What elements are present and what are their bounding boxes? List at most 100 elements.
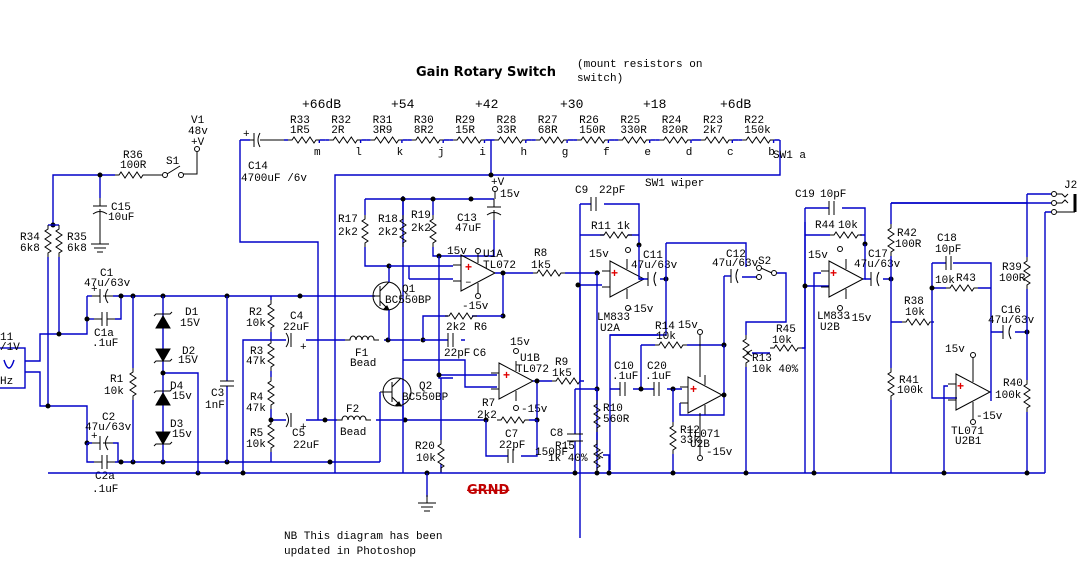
r34-value: 6k8: [20, 243, 40, 255]
r45-value: 10k: [772, 335, 792, 347]
r8-value: 1k5: [531, 260, 551, 272]
c16-capacitor: [1002, 324, 1012, 340]
r43-ref: R43: [956, 273, 976, 285]
wire: [640, 344, 724, 389]
wire: [891, 193, 1051, 213]
s1-switch[interactable]: [166, 165, 181, 175]
u2b-tl071-ref: U2B: [690, 439, 710, 451]
wire: [943, 385, 991, 473]
plus-marker: +: [611, 266, 618, 280]
wire: [485, 419, 538, 457]
gain-label: +30: [560, 97, 583, 112]
r14-value: 10k: [656, 331, 676, 343]
r17-ref: R17: [338, 214, 358, 226]
ground-label: GRND: [467, 483, 510, 498]
wire: [603, 454, 610, 473]
c17-value: 47u/63v: [854, 259, 901, 271]
switch-resistor: [617, 136, 651, 144]
c19-ref: C19: [795, 189, 815, 201]
switch-position: i: [479, 147, 486, 159]
c5-capacitor: [285, 412, 292, 428]
switch-resistor: [700, 136, 734, 144]
r3-ref: R3: [250, 346, 263, 358]
u2b-lm833-vpos: 15v: [808, 250, 828, 262]
v1-node: +V: [191, 137, 205, 149]
wire: [565, 272, 600, 382]
c3-value: 1nF: [205, 400, 225, 412]
switch-position: j: [438, 147, 445, 159]
r39-value: 100R: [999, 273, 1026, 285]
switch-resistor-value: 330R: [620, 125, 647, 137]
wire: [388, 196, 404, 473]
switch-resistor: [494, 136, 527, 144]
r11-ref: R11: [591, 221, 611, 233]
r19-value: 2k2: [411, 223, 431, 235]
q1-ref: Q1: [402, 284, 416, 296]
switch-resistor-value: 150k: [744, 125, 771, 137]
switch-position: h: [521, 147, 528, 159]
zener-d3: [153, 431, 173, 447]
sine-icon: [3, 359, 15, 369]
title: Gain Rotary Switch: [416, 65, 556, 80]
gain-label: +42: [475, 97, 498, 112]
c17-ref: C17: [868, 249, 888, 261]
r14-ref: R14: [655, 321, 675, 333]
c18-value: 10pF: [935, 244, 961, 256]
r10-ref: R10: [603, 403, 623, 415]
wire: [115, 296, 122, 320]
c4-value: 22uF: [283, 322, 309, 334]
u2b-lm833-value: LM833: [817, 311, 850, 323]
c1a-value: .1uF: [92, 338, 118, 350]
f2-bead: [336, 415, 372, 421]
r6-value: 2k2: [446, 322, 466, 334]
r17-value: 2k2: [338, 227, 358, 239]
u1a-vneg: -15v: [462, 301, 489, 313]
r20-ref: R20: [415, 441, 435, 453]
zener-d1: [153, 311, 173, 329]
c19-capacitor: [828, 201, 835, 215]
r13-potentiometer[interactable]: [742, 334, 750, 368]
u2b1-ref: U2B1: [955, 436, 982, 448]
r35-resistor: [55, 224, 63, 258]
r7-value: 2k2: [477, 410, 497, 422]
switch-resistor: [452, 136, 486, 144]
c9-capacitor: [590, 197, 597, 211]
c13-capacitor: [486, 198, 502, 221]
s2-switch[interactable]: [760, 267, 773, 274]
j2-jack[interactable]: [1051, 191, 1077, 215]
c20-value: .1uF: [645, 371, 671, 383]
switch-position: l: [355, 147, 362, 159]
switch-resistor-value: 820R: [662, 125, 689, 137]
r15-value: 1k 40%: [548, 453, 588, 465]
r5-value: 10k: [246, 439, 266, 451]
r40-value: 100k: [995, 390, 1022, 402]
c6-value: 22pF: [444, 348, 470, 360]
r35-value: 6k8: [67, 243, 87, 255]
zener-d4: [153, 388, 173, 406]
switch-resistor-value: 2R: [331, 125, 345, 137]
v1-ref: V1: [191, 115, 205, 127]
source-freq: Hz: [0, 376, 13, 388]
r1-value: 10k: [104, 386, 124, 398]
c2-value: 47u/63v: [85, 422, 132, 434]
r45-ref: R45: [776, 324, 796, 336]
wire: [239, 139, 319, 420]
r38-resistor: [901, 318, 935, 326]
plus-marker: +: [957, 379, 964, 393]
c2a-capacitor: [93, 454, 116, 470]
wire: [334, 140, 781, 473]
c11-value: 47u/63v: [631, 260, 678, 272]
switch-resistor-ref: R24: [662, 115, 682, 127]
c10-capacitor: [619, 382, 626, 396]
c6-ref: C6: [473, 348, 486, 360]
vplus-node: +V: [491, 177, 505, 189]
r18-ref: R18: [378, 214, 398, 226]
r41-value: 100k: [897, 385, 924, 397]
switch-resistor-value: 33R: [497, 125, 517, 137]
wire: [1026, 194, 1046, 473]
c2-ref: C2: [102, 412, 115, 424]
switch-resistor: [411, 136, 445, 144]
switch-resistor-ladder: R331R5mR322RlR313R9kR308R2jR2915RiR2833R…: [284, 115, 780, 159]
r5-resistor: [267, 419, 275, 453]
switch-position: k: [397, 147, 404, 159]
